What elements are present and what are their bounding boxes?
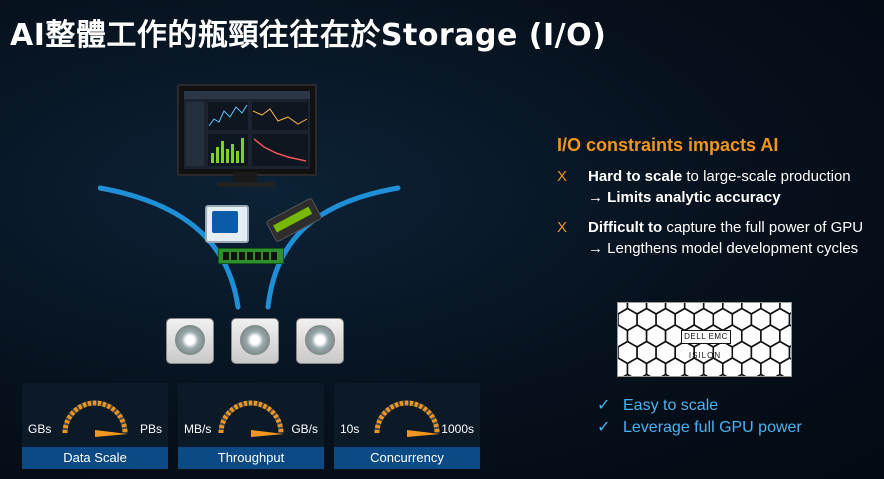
gauge-min-label: GBs [28,422,52,436]
gauge-icon [218,400,284,437]
gauge-max-label: GB/s [291,422,318,436]
benefit-text: Easy to scale [623,397,719,414]
funnel-curves [98,185,401,310]
constraint-item: X Difficult to capture the full power of… [557,217,877,261]
x-mark-icon: X [557,219,568,236]
gauge-caption: Throughput [178,447,324,469]
constraint-bold: Hard to scale [588,168,683,185]
benefit-text: Leverage full GPU power [623,419,802,436]
analytics-screen [184,91,310,169]
gauge-concurrency: 10s 1000s Concurrency [334,383,480,469]
hard-drive-icon [296,318,344,364]
constraint-item: X Hard to scale to large-scale productio… [557,166,877,210]
constraint-rest: capture the full power of GPU [662,219,864,236]
arrow-icon: → [588,189,608,206]
arrow-icon: → [588,240,608,257]
gauge-data-scale: GBs PBs Data Scale [22,383,168,469]
gauge-max-label: 1000s [441,422,474,436]
ram-stick-icon [218,248,284,264]
benefit-item: ✓ Easy to scale [597,395,718,415]
gauge-min-label: 10s [340,422,360,436]
benefit-item: ✓ Leverage full GPU power [597,417,802,437]
gauge-throughput: MB/s GB/s Throughput [178,383,324,469]
constraint-consequence-bold: Limits analytic accuracy [607,189,781,206]
x-mark-icon: X [557,168,568,185]
constraint-consequence: Lengthens model development cycles [607,240,859,257]
monitor-stand [233,172,257,182]
check-icon: ✓ [597,397,611,414]
hard-drive-icon [231,318,279,364]
constraint-text: Hard to scale to large-scale production … [588,166,851,208]
product-name: ISILON [688,351,722,360]
gauge-caption: Data Scale [22,447,168,469]
constraint-rest: to large-scale production [682,168,851,185]
constraint-text: Difficult to capture the full power of G… [588,217,863,259]
gauge-icon [374,400,440,437]
hard-drive-icon [166,318,214,364]
brand-badge: DELL EMC [681,330,731,344]
cpu-icon [205,205,249,243]
gauge-caption: Concurrency [334,447,480,469]
monitor-icon [177,84,317,176]
check-icon: ✓ [597,419,611,436]
constraints-heading: I/O constraints impacts AI [557,135,779,155]
constraint-bold: Difficult to [588,219,663,236]
gauge-min-label: MB/s [184,422,212,436]
gauge-max-label: PBs [139,422,162,436]
gauge-icon [62,400,128,437]
monitor-base [217,182,275,187]
page-title: AI整體工作的瓶頸往往在於Storage (I/O) [10,18,607,53]
isilon-storage-image: DELL EMC ISILON [617,302,792,377]
